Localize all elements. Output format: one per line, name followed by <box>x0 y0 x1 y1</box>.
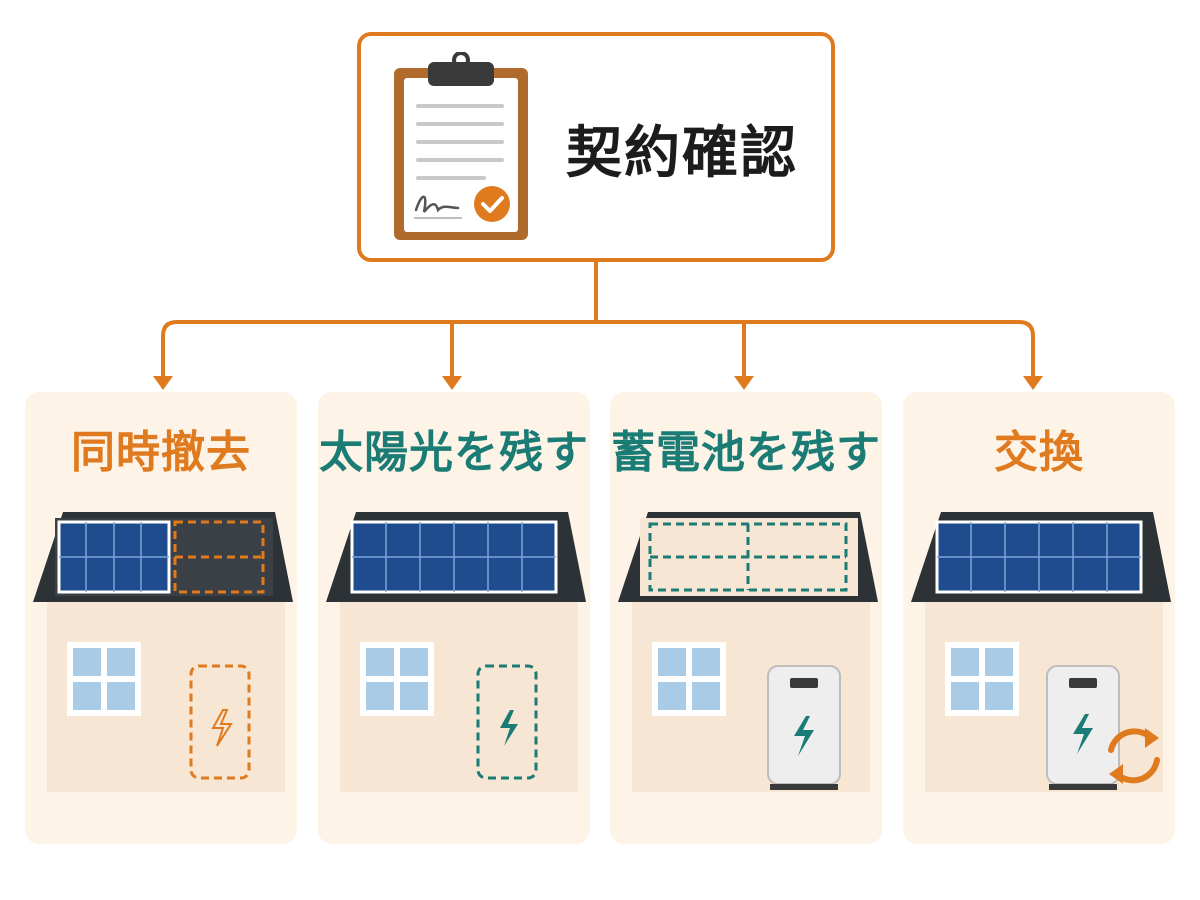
house-illustration <box>326 512 586 792</box>
option-title: 蓄電池を残す <box>611 427 881 478</box>
arrow-1 <box>153 376 173 390</box>
option-card-keep-solar[interactable]: 太陽光を残す <box>318 392 590 844</box>
option-title: 同時撤去 <box>71 427 251 478</box>
branch-line <box>161 320 1035 380</box>
option-card-keep-battery[interactable]: 蓄電池を残す <box>610 392 882 844</box>
arrow-3 <box>734 376 754 390</box>
option-card-exchange[interactable]: 交換 <box>903 392 1175 844</box>
arrow-4 <box>1023 376 1043 390</box>
arrow-2 <box>442 376 462 390</box>
contract-check-title: 契約確認 <box>566 121 798 186</box>
house-illustration <box>33 512 293 792</box>
house-illustration <box>618 512 878 792</box>
option-card-simultaneous-removal[interactable]: 同時撤去 <box>25 392 297 844</box>
option-title: 交換 <box>994 427 1084 478</box>
clipboard-check-icon <box>394 52 528 240</box>
option-title: 太陽光を残す <box>319 427 589 478</box>
house-illustration <box>911 512 1171 792</box>
